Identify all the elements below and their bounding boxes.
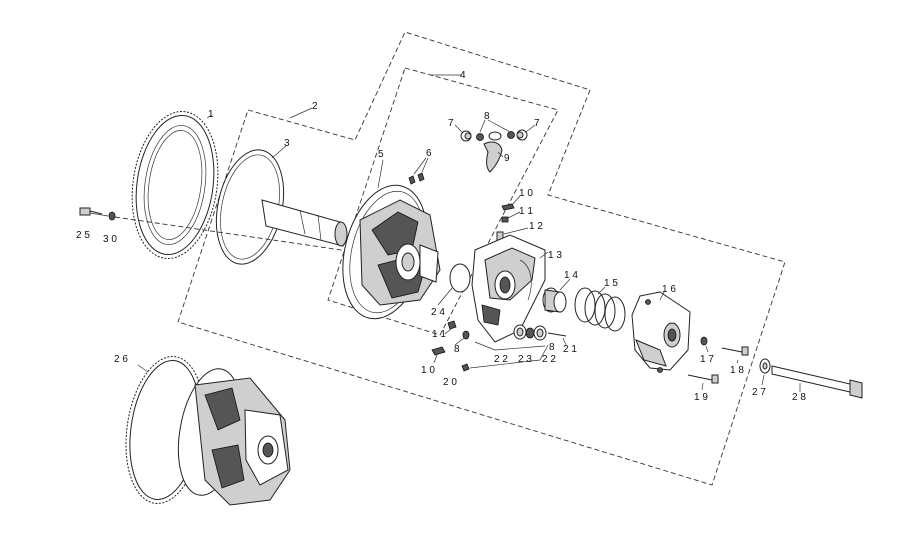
collar-part-14 — [542, 287, 567, 313]
leader-6a — [413, 157, 427, 175]
callout-25: 2 5 — [76, 230, 90, 241]
callout-3: 3 — [284, 138, 290, 149]
assembly-boundary-outer — [177, 31, 786, 486]
leader-18 — [736, 359, 739, 364]
washer-part-27 — [759, 358, 771, 374]
callout-7a: 7 — [448, 118, 454, 129]
axis-line — [114, 216, 356, 253]
cover-part-16 — [631, 291, 691, 373]
leader-24 — [437, 287, 453, 306]
callout-12: 1 2 — [529, 221, 543, 232]
leader-16 — [659, 291, 665, 301]
callout-14: 1 4 — [564, 270, 578, 281]
callout-27: 2 7 — [752, 387, 766, 398]
leader-3 — [271, 145, 287, 159]
drive-face-part-3 — [215, 149, 348, 265]
leader-7a — [454, 124, 464, 134]
pin-part-17 — [700, 336, 708, 346]
clip-part-10-lower — [431, 346, 446, 356]
roller-part-22-right — [533, 325, 547, 341]
callout-10a: 1 0 — [519, 188, 533, 199]
assembled-clutch-part-26 — [125, 356, 291, 506]
callout-16: 1 6 — [662, 284, 676, 295]
callout-9: 9 — [504, 153, 510, 164]
callout-22a: 2 2 — [494, 354, 508, 365]
callout-13: 1 3 — [548, 250, 562, 261]
screw-part-20 — [461, 363, 470, 372]
leader-2 — [289, 107, 313, 119]
leader-8a — [479, 119, 486, 133]
leader-6b — [421, 157, 429, 173]
callout-26: 2 6 — [114, 354, 128, 365]
o-ring-part-24 — [449, 263, 471, 293]
ring-gear-part-1 — [131, 110, 219, 260]
callout-1: 1 — [208, 109, 214, 120]
callout-28: 2 8 — [792, 392, 806, 403]
leader-11a — [507, 211, 521, 219]
washer-part-8-lower — [462, 330, 470, 340]
leader-1 — [206, 114, 213, 119]
roller-part-23 — [525, 327, 535, 339]
movable-drive-face-part-5 — [342, 184, 441, 320]
long-bolt-part-28 — [771, 365, 863, 399]
leader-12 — [503, 227, 529, 235]
leader-5 — [377, 159, 384, 189]
leader-19 — [701, 382, 704, 391]
callout-18: 1 8 — [730, 365, 744, 376]
callout-10b: 1 0 — [421, 365, 435, 376]
leader-21 — [562, 337, 567, 346]
roller-part-22-left — [513, 324, 527, 340]
bolt-part-19 — [687, 374, 719, 384]
washer-part-30 — [108, 211, 116, 221]
bolt-part-25 — [79, 207, 109, 217]
callout-22b: 2 2 — [542, 354, 556, 365]
callout-6: 6 — [426, 148, 432, 159]
callout-11a: 1 1 — [519, 206, 533, 217]
spring-part-15 — [574, 287, 626, 332]
leader-10a — [511, 195, 521, 206]
callout-15: 1 5 — [604, 278, 618, 289]
callout-20: 2 0 — [443, 377, 457, 388]
leader-10b — [433, 354, 438, 364]
callout-7b: 7 — [534, 118, 540, 129]
leader-14 — [559, 278, 571, 291]
leader-26 — [137, 364, 149, 373]
leader-15 — [597, 286, 606, 295]
leader-8b — [487, 119, 511, 133]
callout-24: 2 4 — [431, 307, 445, 318]
callout-4: 4 — [460, 70, 466, 81]
leader-13 — [539, 251, 549, 259]
callout-8b: 8 — [549, 342, 555, 353]
leader-9 — [497, 151, 504, 158]
rollers-part-7-8 — [460, 129, 528, 142]
callout-8a: 8 — [484, 111, 490, 122]
leader-20 — [469, 344, 549, 369]
spring-part-11-top — [501, 216, 509, 223]
callout-8c: 8 — [454, 344, 460, 355]
cam-plate-part-13 — [471, 234, 546, 343]
callout-19: 1 9 — [694, 392, 708, 403]
callout-21: 2 1 — [563, 344, 577, 355]
arm-part-9 — [483, 141, 503, 173]
callout-2: 2 — [312, 101, 318, 112]
callout-5: 5 — [378, 149, 384, 160]
callout-11b: 1 1 — [432, 329, 446, 340]
pins-part-6 — [408, 172, 425, 185]
pin-part-11-lower — [447, 320, 457, 330]
leader-22-bracket — [474, 341, 546, 351]
leader-17 — [705, 345, 709, 353]
clip-part-10-top — [501, 203, 515, 211]
leader-7b — [525, 124, 536, 133]
bolt-part-18 — [721, 346, 749, 356]
bolt-part-21 — [547, 332, 567, 337]
leader-11b — [444, 327, 453, 335]
leader-27 — [761, 374, 765, 386]
leader-8c — [454, 337, 465, 346]
callout-23: 2 3 — [518, 354, 532, 365]
callout-30: 3 0 — [103, 234, 117, 245]
callout-17: 1 7 — [700, 354, 714, 365]
